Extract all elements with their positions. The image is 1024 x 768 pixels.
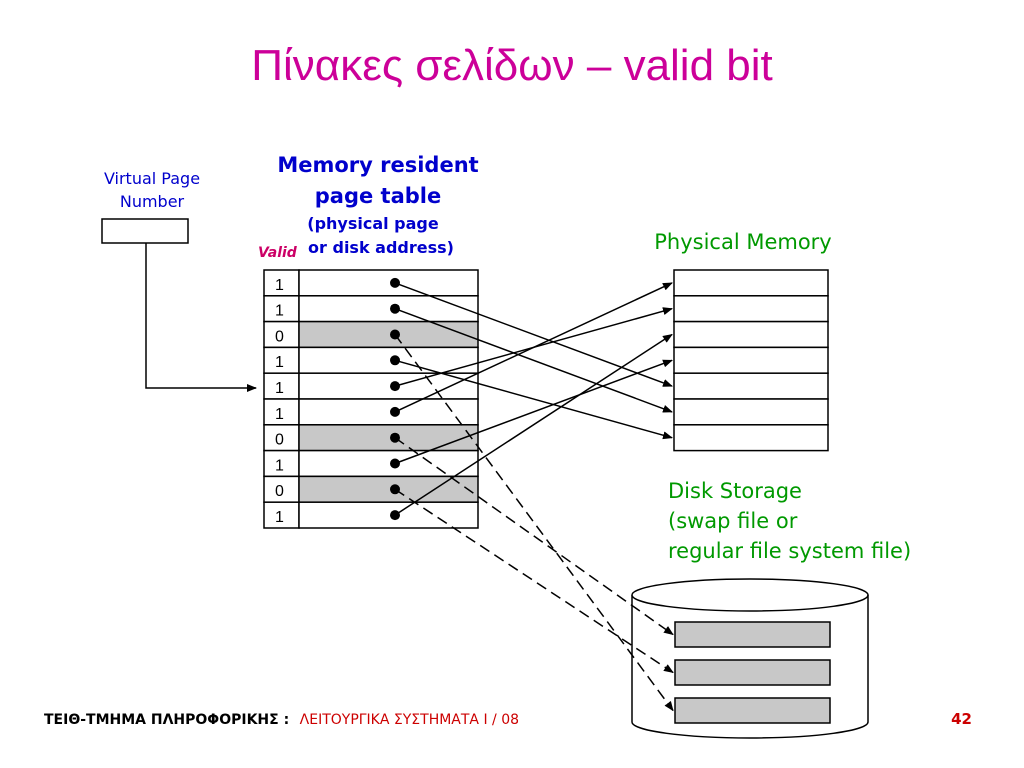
page-table-row: 0 (263, 320, 479, 349)
disk-storage-label-line1: Disk Storage (668, 479, 802, 503)
footer-course: ΛΕΙΤΟΥΡΓΙΚΑ ΣΥΣΤΗΜΑΤΑ Ι / 08 (300, 712, 519, 728)
slide-title: Πίνακες σελίδων – valid bit (251, 41, 773, 90)
valid-bit-value: 0 (275, 483, 284, 500)
memory-mapping-arrow (394, 333, 673, 516)
page-table-row: 0 (263, 475, 479, 503)
valid-bit-value: 1 (275, 277, 284, 294)
page-table-label-line2: page table (315, 184, 441, 208)
disk-mapping-arrow (394, 334, 674, 712)
valid-bit-value: 1 (275, 457, 284, 474)
memory-frame (673, 320, 829, 349)
page-table-label-line3: (physical page (307, 214, 439, 233)
page-table-row: 1 (263, 501, 479, 529)
memory-mapping-arrow (394, 307, 673, 413)
memory-frame (673, 398, 829, 426)
address-cell (298, 320, 479, 349)
vpn-label-line2: Number (120, 192, 185, 211)
address-cell (298, 269, 479, 297)
page-table: 1 1 0 1 1 1 0 1 0 1 (263, 269, 479, 529)
memory-mapping-arrow (394, 282, 673, 387)
valid-bit-value: 1 (275, 380, 284, 397)
disk-mapping-arrow (394, 437, 674, 636)
vpn-label-line1: Virtual Page (104, 169, 200, 188)
disk-blocks (674, 621, 831, 724)
page-table-row: 1 (263, 346, 479, 374)
valid-bit-cell (263, 424, 300, 452)
page-table-row: 0 (263, 424, 479, 452)
footer: ΤΕΙΘ-ΤΜΗΜΑ ΠΛΗΡΟΦΟΡΙΚΗΣ : ΛΕΙΤΟΥΡΓΙΚΑ ΣΥ… (44, 712, 519, 728)
valid-bit-cell (263, 501, 300, 529)
physical-memory-label: Physical Memory (654, 230, 832, 254)
valid-bit-value: 0 (275, 328, 284, 345)
page-table-row: 1 (263, 449, 479, 478)
disk-block (674, 621, 831, 648)
address-cell (298, 501, 479, 529)
memory-frame (673, 372, 829, 400)
valid-label: Valid (258, 245, 298, 261)
vpn-box (101, 218, 189, 244)
valid-bit-value: 1 (275, 406, 284, 423)
page-mappings (394, 282, 674, 712)
address-cell (298, 398, 479, 426)
valid-bit-value: 1 (275, 303, 284, 320)
vpn-pointer-arrow (145, 243, 257, 392)
page-number: 42 (951, 710, 972, 728)
address-cell (298, 449, 479, 478)
valid-bit-value: 1 (275, 509, 284, 526)
memory-frame (673, 269, 829, 297)
footer-dept: ΤΕΙΘ-ΤΜΗΜΑ ΠΛΗΡΟΦΟΡΙΚΗΣ : (44, 712, 289, 728)
memory-frame (673, 346, 829, 374)
valid-bit-cell (263, 320, 300, 349)
valid-bit-cell (263, 372, 300, 400)
page-table-row: 1 (263, 295, 479, 323)
valid-bit-value: 1 (275, 354, 284, 371)
address-cell (298, 346, 479, 374)
disk-storage-label-line2: (swap file or (668, 509, 798, 533)
page-table-row: 1 (263, 398, 479, 426)
page-table-row: 1 (263, 269, 479, 297)
disk-block (674, 659, 831, 686)
valid-bit-cell (263, 449, 300, 478)
memory-mapping-arrow (394, 359, 673, 465)
page-table-label-line4: or disk address) (308, 238, 454, 257)
address-cell (298, 475, 479, 503)
address-cell (298, 424, 479, 452)
page-table-label-line1: Memory resident (277, 153, 478, 177)
valid-bit-value: 0 (275, 432, 284, 449)
address-cell (298, 295, 479, 323)
disk-mapping-arrow (394, 488, 674, 674)
address-cell (298, 372, 479, 400)
disk-block (674, 697, 831, 724)
disk-storage-label-line3: regular file system file) (668, 539, 911, 563)
memory-frame (673, 295, 829, 323)
page-table-row: 1 (263, 372, 479, 400)
memory-frame (673, 424, 829, 452)
memory-mapping-arrow (394, 282, 673, 413)
physical-memory (673, 269, 829, 452)
